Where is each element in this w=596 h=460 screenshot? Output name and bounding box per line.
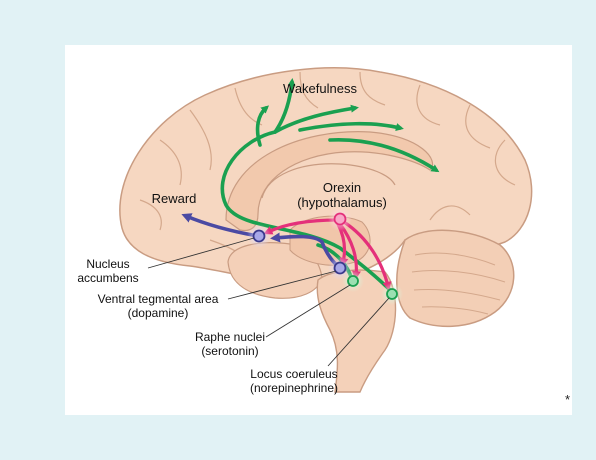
label-reward: Reward xyxy=(152,191,197,206)
limbic-inner-arc xyxy=(261,163,396,199)
cerebellum-folia xyxy=(411,252,506,315)
label-accumbens: accumbens xyxy=(77,271,138,285)
nucleus-raphe-dot xyxy=(342,270,364,292)
label-raphe: Raphe nuclei xyxy=(195,330,265,344)
leader-lines xyxy=(147,237,390,367)
label-orexin: Orexin xyxy=(323,180,361,195)
label-raphe-transmitter: (serotonin) xyxy=(201,344,258,358)
label-vta-transmitter: (dopamine) xyxy=(128,306,189,320)
nucleus-accumbens-dot xyxy=(247,224,271,248)
corpus-callosum xyxy=(225,131,433,232)
cerebellum xyxy=(396,229,515,328)
label-nucleus: Nucleus xyxy=(86,257,129,271)
nucleus-locus-dot xyxy=(381,283,403,305)
label-wakefulness: Wakefulness xyxy=(283,81,357,96)
label-locus-transmitter: (norepinephrine) xyxy=(250,381,338,395)
label-locus: Locus coeruleus xyxy=(250,367,337,381)
brainstem xyxy=(316,269,397,393)
nucleus-orexin xyxy=(328,207,352,231)
label-orexin-region: (hypothalamus) xyxy=(297,195,387,210)
corner-asterisk: * xyxy=(565,392,571,407)
label-vta: Ventral tegmental area xyxy=(98,292,219,306)
